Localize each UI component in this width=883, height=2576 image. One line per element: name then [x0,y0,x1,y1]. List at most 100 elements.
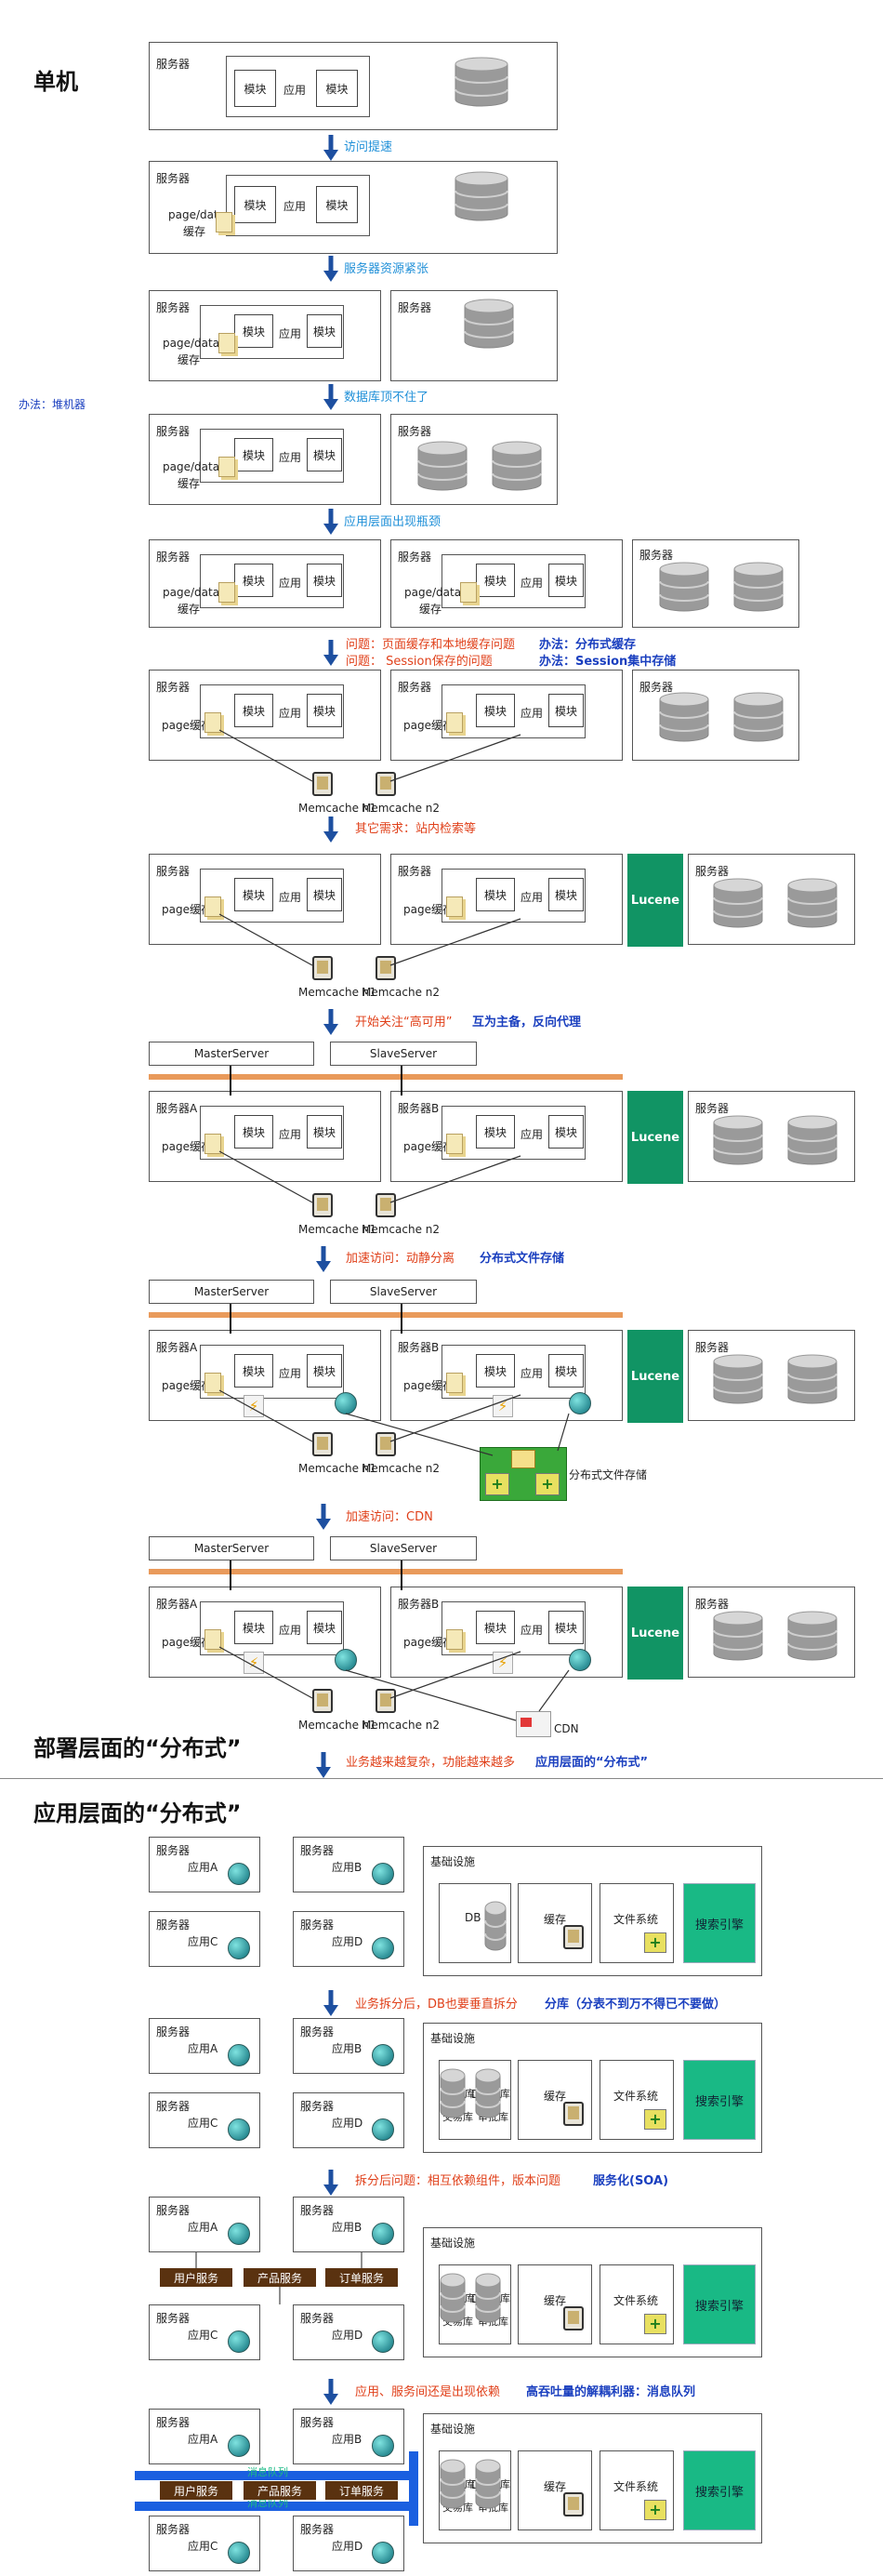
slave-server-box: SlaveServer [330,1280,477,1304]
cache-file-icon [446,1629,463,1650]
database-icon [484,1901,507,1951]
globe-icon [569,1649,591,1671]
server-label: 服务器 [300,2100,335,2113]
memcache-inner [568,2106,579,2119]
module-box: 模块 [476,694,515,727]
cache-file-icon [218,582,235,603]
memcache-inner [317,1693,328,1706]
globe-icon [372,1937,394,1959]
section-title-app: 应用层面的“分布式” [33,1800,242,1826]
cache-label: 缓存 [178,603,201,616]
module-box: 模块 [307,1115,342,1149]
module-box: 模块 [476,1115,515,1149]
plus-icon: + [535,1473,560,1495]
app-label: 应用 [279,891,302,904]
slave-server-box: SlaveServer [330,1536,477,1560]
server-label: 服务器 [156,681,191,694]
arrow-note: 办法：分布式缓存 [539,638,637,652]
server-label: 服务器 [156,2416,191,2429]
database-icon [659,562,709,612]
module-box: 模块 [316,186,358,223]
app-label: 应用 [279,707,302,720]
app-name-label: 应用D [332,2540,363,2553]
database-icon [713,1611,763,1661]
memcache-inner [317,961,328,974]
connector-line [218,913,313,966]
plus-icon: + [485,1473,509,1495]
globe-icon [228,2330,250,2353]
down-arrow-icon [323,399,338,410]
app-label: 应用 [279,1624,302,1637]
server-label: 服务器 [639,549,674,562]
mq-label: 消息队列 [247,2466,288,2478]
fs-label: 文件系统 [613,2090,659,2103]
arrow-label: 访问提速 [344,140,393,154]
connector-line [218,729,313,782]
down-arrow-icon [323,2394,338,2405]
app-name-label: 应用C [188,2540,218,2553]
memcache-label: Memcache n2 [362,1223,441,1236]
server-label: 服务器 [156,2100,191,2113]
server-label: 服务器 [156,1844,191,1857]
search-engine-box: 搜索引擎 [683,1883,756,1963]
globe-icon [372,2044,394,2066]
module-box: 模块 [476,564,515,597]
down-arrow-icon [316,1767,331,1778]
globe-icon [228,2044,250,2066]
mq-bar [135,2502,414,2511]
connector-line [389,1651,521,1699]
page-cache-label: page缓存 [403,1379,454,1392]
memcache-inner [317,777,328,790]
cache-file-icon [446,712,463,733]
memcache-label: Memcache n1 [298,802,377,815]
app-label: 应用 [283,200,307,213]
section-title-deploy: 部署层面的“分布式” [33,1735,242,1761]
database-icon [475,2273,501,2323]
memcache-label: Memcache n2 [362,1462,441,1475]
down-arrow-icon [323,150,338,161]
app-name-label: 应用C [188,2117,218,2130]
arrow-label: 加速访问：CDN [346,1510,433,1524]
arrow-note: 应用层面的“分布式” [535,1756,649,1770]
cache-file-icon [204,1134,221,1154]
page-cache-label: page缓存 [403,903,454,916]
arrow-note: 分库（分表不到万不得已不要做） [545,1998,727,2012]
section-title-single: 单机 [33,69,78,95]
memcache-label: Memcache n1 [298,986,377,999]
server-label: 服务器 [300,2416,335,2429]
server-label: 服务器 [398,425,432,438]
database-icon [787,1611,837,1661]
app-label: 应用 [279,327,302,340]
database-icon [475,2068,501,2118]
connector-line [218,1646,313,1699]
server-label: 服务器 [300,2312,335,2325]
cache-short-label: 缓存 [544,2090,567,2103]
cache-label: 缓存 [178,477,201,490]
connector-line [389,1155,521,1203]
module-box: 模块 [234,564,273,597]
app-label: 应用 [283,84,307,97]
master-server-box: MasterServer [149,1536,314,1560]
network-bar [149,1312,623,1318]
network-bar [149,1569,623,1574]
cache-file-icon [446,1134,463,1154]
down-arrow-icon [323,1024,338,1035]
memcache-inner [568,2311,579,2324]
cache-file-icon [218,333,235,353]
server-label: 服务器 [398,301,432,314]
database-icon [440,2068,466,2118]
module-box: 模块 [548,1115,584,1149]
module-box: 模块 [234,70,276,107]
arrow-note: 办法：Session集中存储 [539,655,677,669]
fs-label: 文件系统 [613,2294,659,2307]
cache-file-icon [216,212,232,232]
module-box: 模块 [548,878,584,911]
memcache-label: Memcache n2 [362,986,441,999]
connector-line [345,1413,494,1456]
product-service-box: 产品服务 [244,2268,316,2287]
master-server-box: MasterServer [149,1042,314,1066]
server-label: 服务器 [156,301,191,314]
cache-label: 缓存 [183,225,206,238]
module-box: 模块 [548,1611,584,1644]
